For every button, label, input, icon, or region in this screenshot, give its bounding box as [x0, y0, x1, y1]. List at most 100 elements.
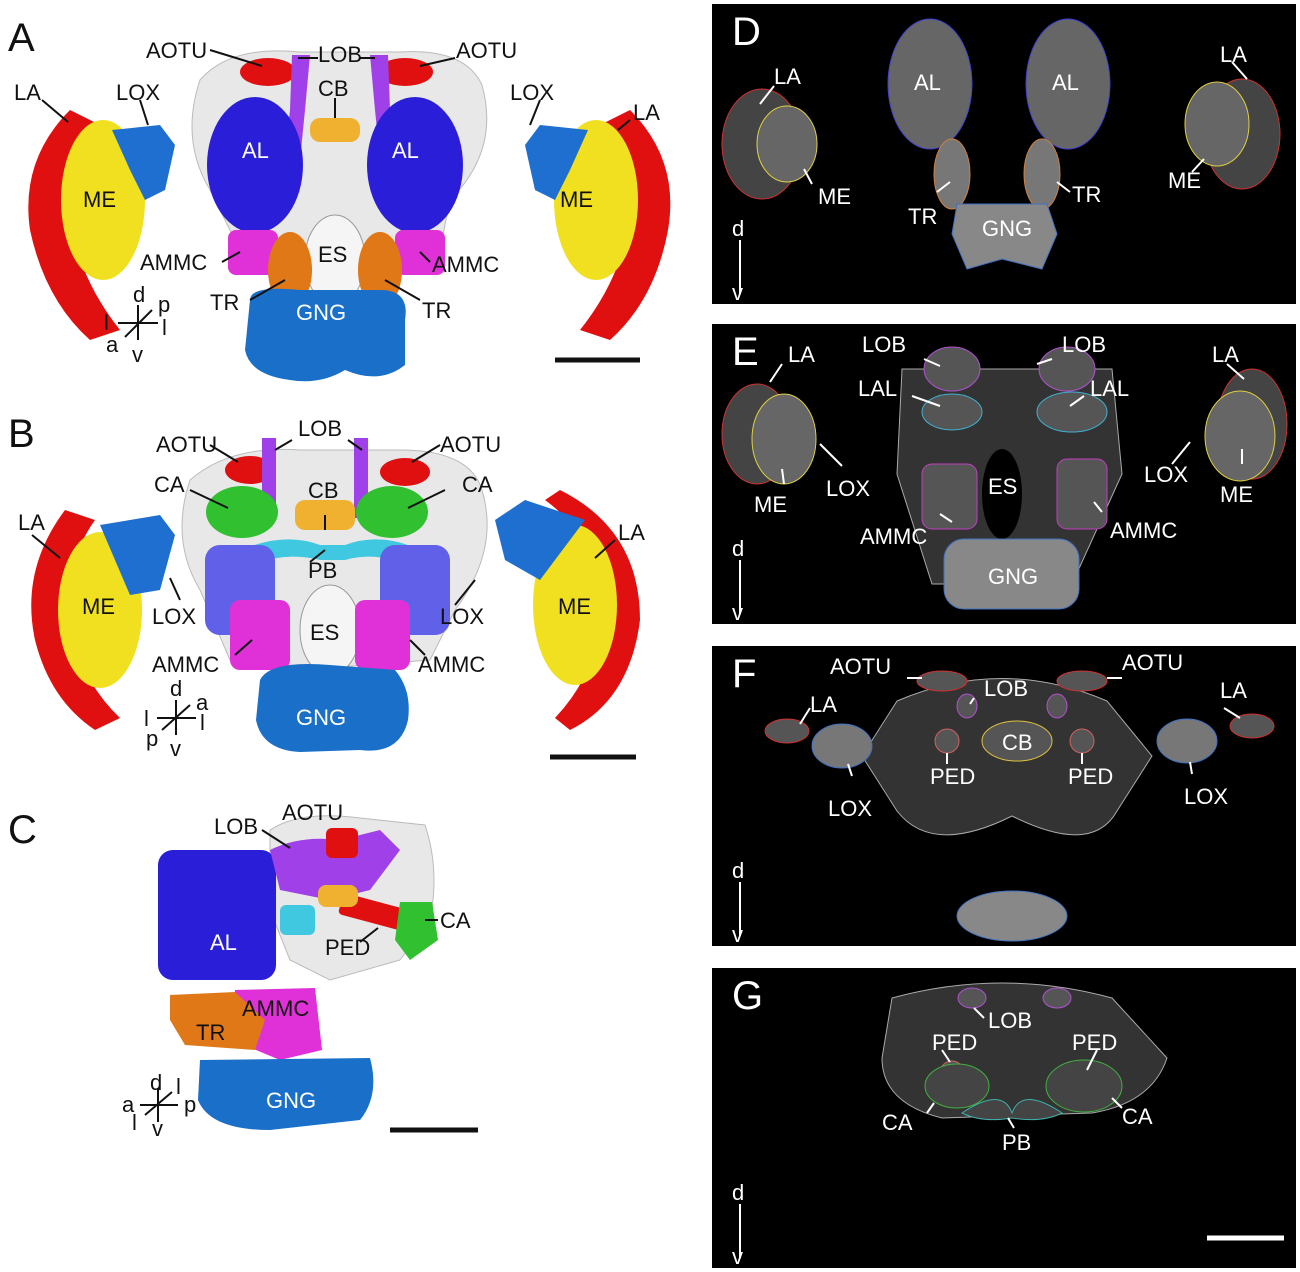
label-me-left: ME [83, 187, 116, 212]
orient-l-left: l [144, 706, 149, 731]
mushroom-lobe [270, 830, 400, 900]
lamina-right [545, 490, 640, 730]
label-la-right: LA [1220, 678, 1247, 703]
panel-g-photo: G LOB PED PED CA CA PB d v [712, 968, 1296, 1268]
medulla-left [756, 105, 818, 183]
label-ca-right: CA [462, 472, 493, 497]
label-aotu: AOTU [282, 800, 343, 825]
medulla-right [1184, 81, 1250, 167]
label-me-left: ME [818, 184, 851, 209]
label-lox-right: LOX [440, 604, 484, 629]
orient-l-right: l [162, 315, 167, 340]
label-la-right: LA [1220, 42, 1247, 67]
lal-left [921, 393, 983, 431]
label-lal-right: LAL [1090, 376, 1129, 401]
lobula-right [525, 125, 588, 200]
orient-v: v [732, 1244, 743, 1268]
gnathal-ganglion [943, 538, 1080, 610]
lamina-left [31, 510, 120, 730]
antennal-lobe-left [207, 97, 303, 233]
label-lox-left: LOX [152, 604, 196, 629]
label-lob: LOB [988, 1008, 1032, 1033]
orient-v: v [732, 600, 743, 624]
gnathal-ganglion [256, 664, 409, 752]
orient-v: v [152, 1116, 163, 1141]
label-lox-left: LOX [826, 476, 870, 501]
label-ca-left: CA [154, 472, 185, 497]
panel-d-letter: D [732, 10, 761, 54]
label-al-left: AL [242, 138, 269, 163]
bridge [961, 1099, 1063, 1121]
orient-p: p [158, 292, 170, 317]
label-ca-right: CA [1122, 1104, 1153, 1129]
label-gng: GNG [988, 564, 1038, 589]
bridge [280, 905, 315, 935]
tritocerebrum-left [933, 138, 971, 210]
lamina-left [28, 110, 120, 340]
orient-l-left: l [104, 310, 109, 335]
label-tr: TR [196, 1020, 225, 1045]
central-body [310, 118, 360, 142]
label-ammc-right: AMMC [418, 652, 485, 677]
central-body [981, 720, 1053, 762]
panel-b-render: LOB AOTU AOTU CA CA CB LA LA ME ME PB LO… [18, 416, 645, 761]
orient-v: v [132, 342, 143, 367]
lal-right [1036, 391, 1108, 433]
label-ammc-left: AMMC [152, 652, 219, 677]
label-ped-right: PED [1072, 1030, 1117, 1055]
label-aotu-left: AOTU [146, 38, 207, 63]
label-al: AL [210, 930, 237, 955]
aotu-right [1056, 670, 1108, 692]
panel-f-letter: F [732, 652, 757, 696]
label-la-left: LA [14, 80, 41, 105]
medulla-left [61, 120, 145, 280]
label-tr-right: TR [422, 298, 451, 323]
orient-v: v [170, 736, 181, 761]
panel-c-render [158, 815, 438, 981]
label-aotu-left: AOTU [830, 654, 891, 679]
label-ca: CA [440, 908, 471, 933]
label-me-right: ME [560, 187, 593, 212]
ammc-right [355, 600, 410, 670]
panel-f-photo: F AOTU AOTU LOB LA LA CB [712, 646, 1296, 946]
label-ped-left: PED [932, 1030, 977, 1055]
lobula-left [112, 125, 175, 200]
label-ammc-left: AMMC [860, 524, 927, 549]
label-cb: CB [308, 478, 339, 503]
lox-left [811, 723, 873, 769]
label-es: ES [988, 474, 1017, 499]
gnathal-ganglion [198, 1058, 374, 1130]
aotu-right [380, 458, 430, 486]
label-me-left: ME [754, 492, 787, 517]
medulla-right [533, 525, 617, 685]
tritocerebrum [170, 992, 265, 1050]
label-gng: GNG [982, 216, 1032, 241]
panel-a-render: AOTU LOB AOTU LA LOX LOX LA CB AL AL ME … [14, 38, 671, 382]
label-ca-left: CA [882, 1110, 913, 1135]
panel-d-photo: D LA AL AL LA ME ME TR TR GNG d v [712, 4, 1296, 304]
label-la-left: LA [18, 510, 45, 535]
label-tr-left: TR [210, 290, 239, 315]
orient-l-right: l [200, 710, 205, 735]
lobula-right [495, 500, 585, 580]
label-tr-right: TR [1072, 182, 1101, 207]
label-es: ES [310, 620, 339, 645]
ped-right [1069, 728, 1095, 754]
label-al-right: AL [1052, 70, 1079, 95]
orient-d: d [732, 216, 744, 241]
label-lob: LOB [318, 42, 362, 67]
antennal-lobe-left [887, 18, 973, 150]
orient-d: d [170, 676, 182, 701]
lamina-right [580, 110, 671, 340]
label-lox-right: LOX [510, 80, 554, 105]
calyx-left [206, 486, 278, 538]
lobula-left [100, 515, 175, 595]
panel-b-letter: B [8, 412, 35, 456]
orient-l-bottom: l [132, 1110, 137, 1135]
la-right [1229, 713, 1275, 739]
label-lal-left: LAL [858, 376, 897, 401]
orient-d: d [732, 536, 744, 561]
lob-right [1042, 987, 1072, 1009]
orient-a: a [122, 1092, 135, 1117]
calyx-left [924, 1063, 990, 1109]
